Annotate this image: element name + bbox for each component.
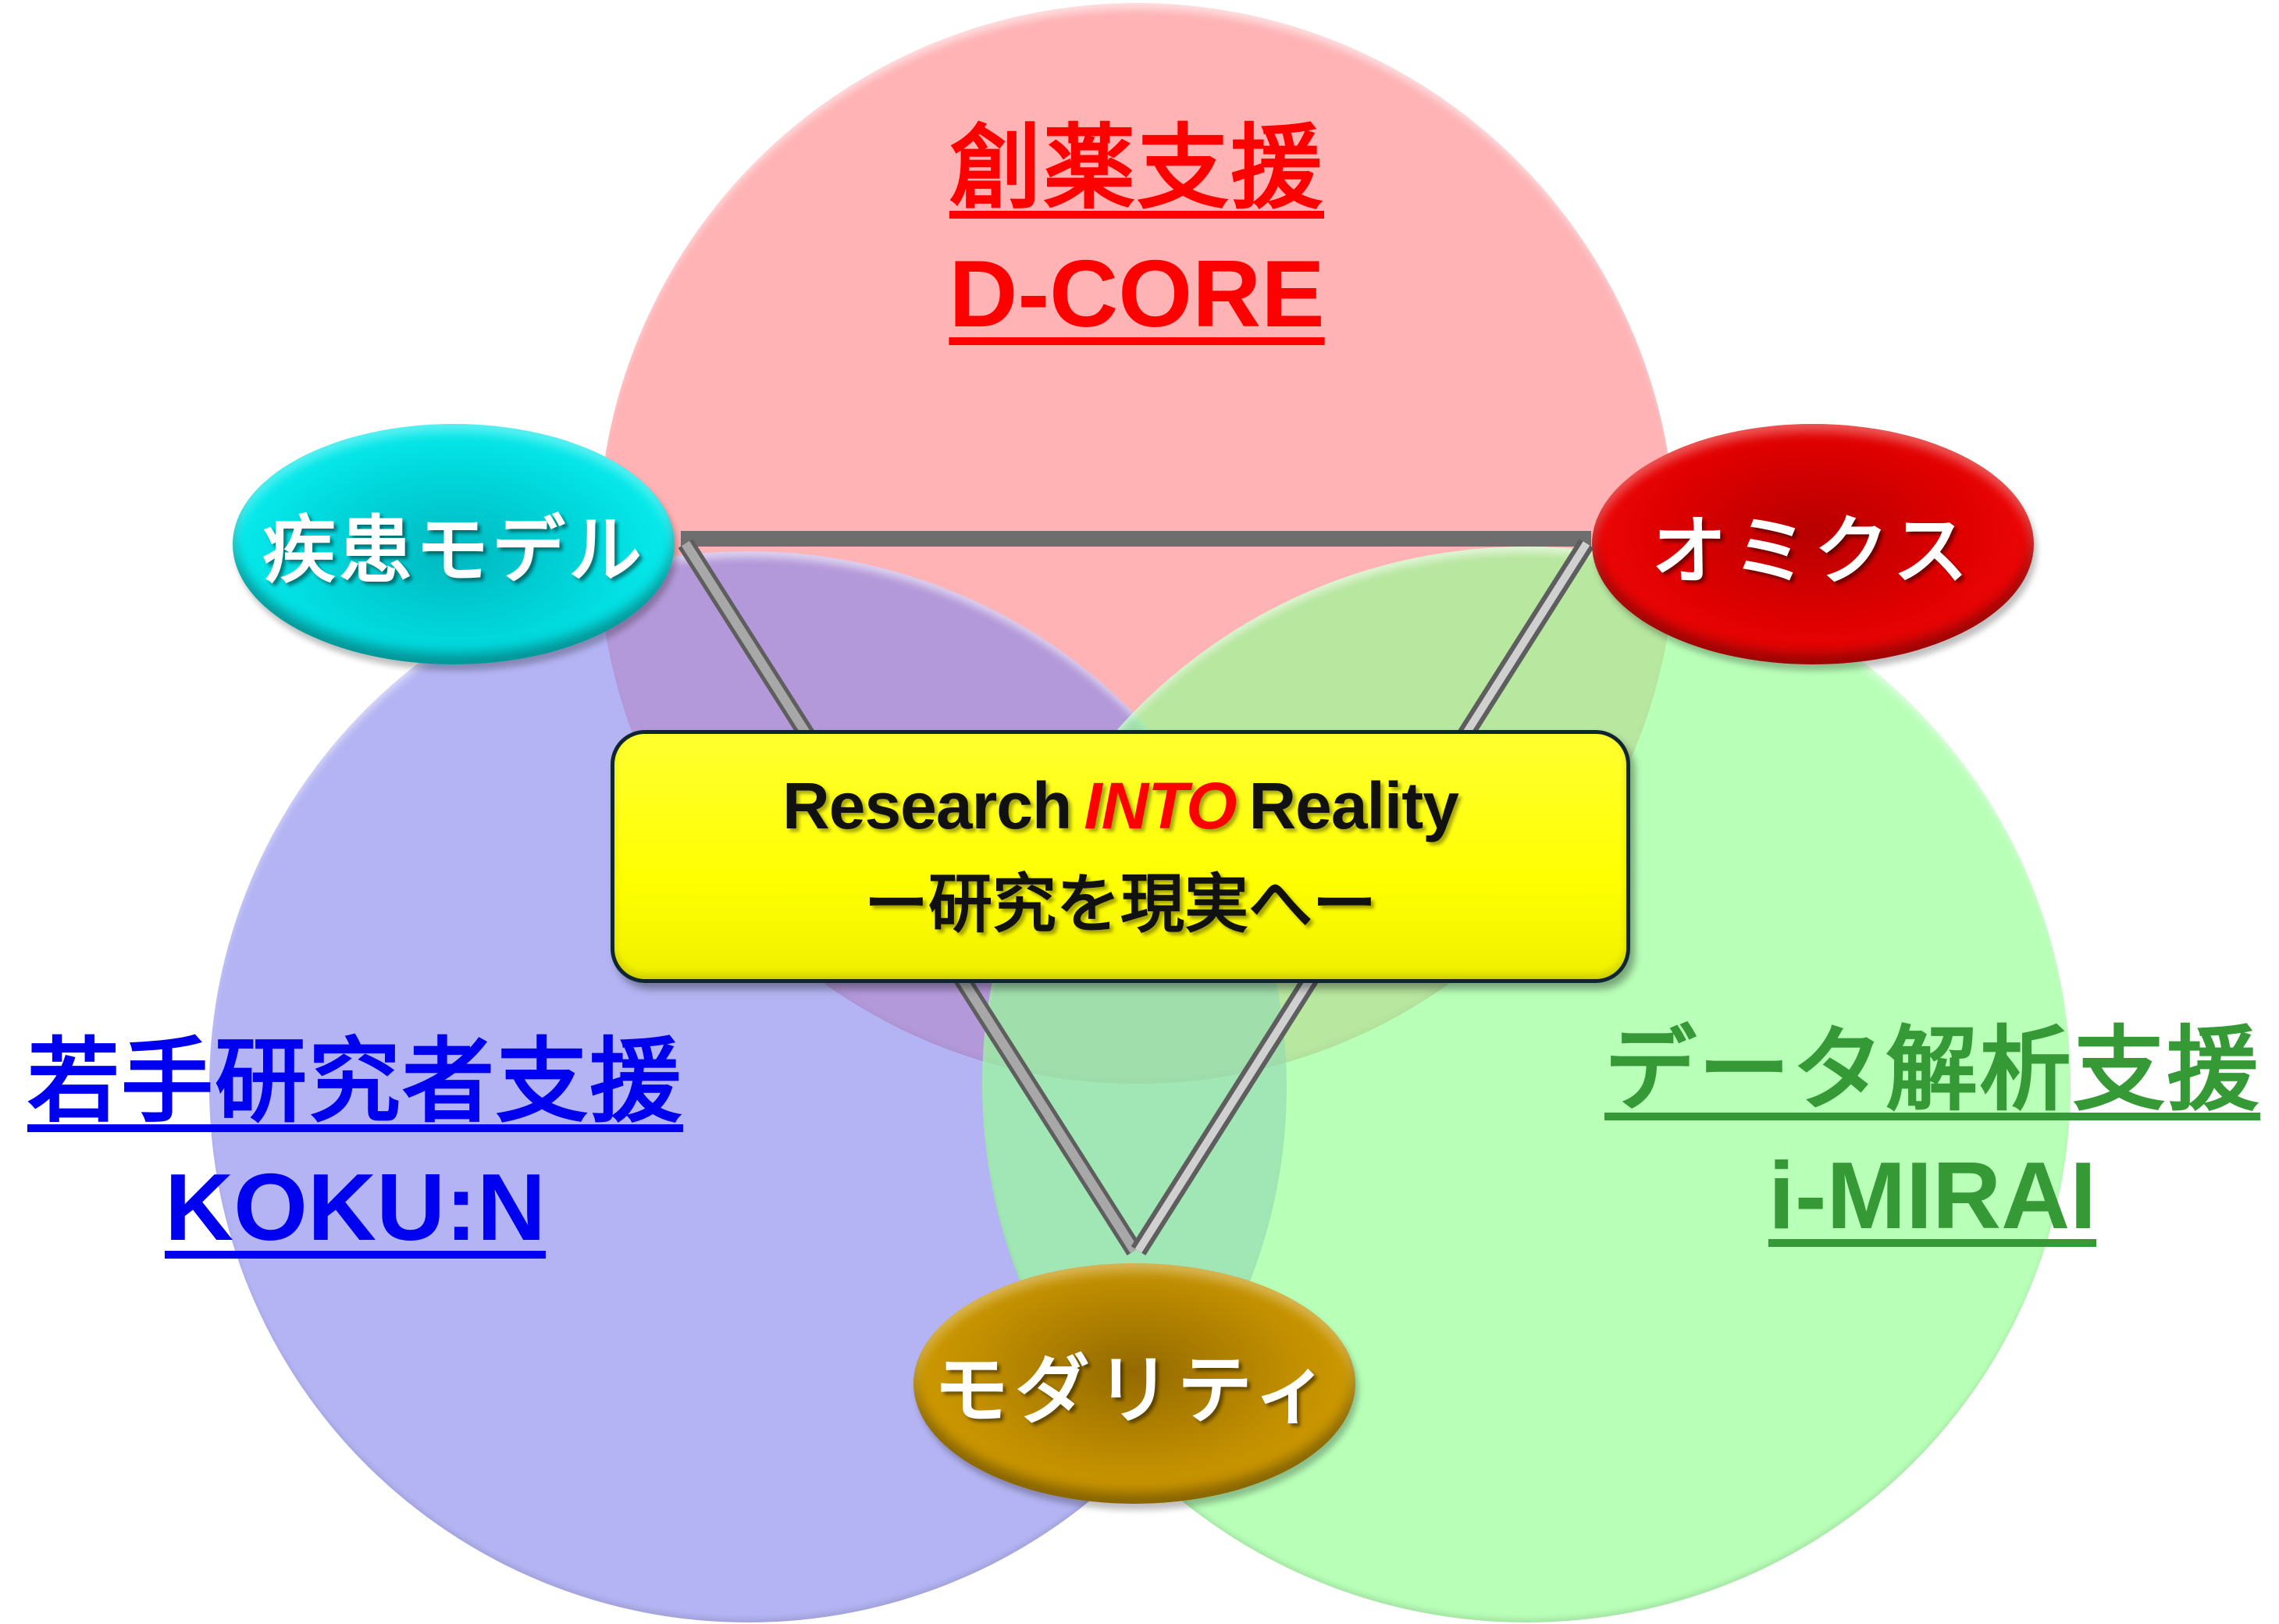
node-disease-model[interactable]: 疾患モデル bbox=[233, 424, 675, 664]
node-modality[interactable]: モダリティ bbox=[913, 1263, 1355, 1504]
label-young-researcher-ja[interactable]: 若手研究者支援 bbox=[27, 1031, 683, 1134]
motto-word-into: INTO bbox=[1084, 769, 1237, 842]
label-drug-discovery-ja[interactable]: 創薬支援 bbox=[949, 117, 1324, 220]
node-disease-model-label: 疾患モデル bbox=[262, 508, 645, 593]
node-modality-label: モダリティ bbox=[933, 1346, 1336, 1434]
motto-japanese: ー研究を現実へー bbox=[864, 867, 1376, 942]
label-young-researcher[interactable]: 若手研究者支援 KOKU:N bbox=[23, 1031, 687, 1261]
label-drug-discovery[interactable]: 創薬支援 D-CORE bbox=[785, 117, 1488, 347]
label-drug-discovery-en[interactable]: D-CORE bbox=[949, 240, 1325, 347]
label-young-researcher-en[interactable]: KOKU:N bbox=[165, 1154, 546, 1261]
motto-word-reality: Reality bbox=[1248, 769, 1458, 842]
label-data-analysis[interactable]: データ解析支援 i-MIRAI bbox=[1601, 1019, 2264, 1249]
node-omics-label: オミクス bbox=[1651, 507, 1975, 595]
node-omics[interactable]: オミクス bbox=[1592, 424, 2034, 664]
motto-word-research: Research bbox=[782, 769, 1072, 842]
label-data-analysis-ja[interactable]: データ解析支援 bbox=[1604, 1019, 2260, 1122]
label-data-analysis-en[interactable]: i-MIRAI bbox=[1768, 1142, 2097, 1249]
